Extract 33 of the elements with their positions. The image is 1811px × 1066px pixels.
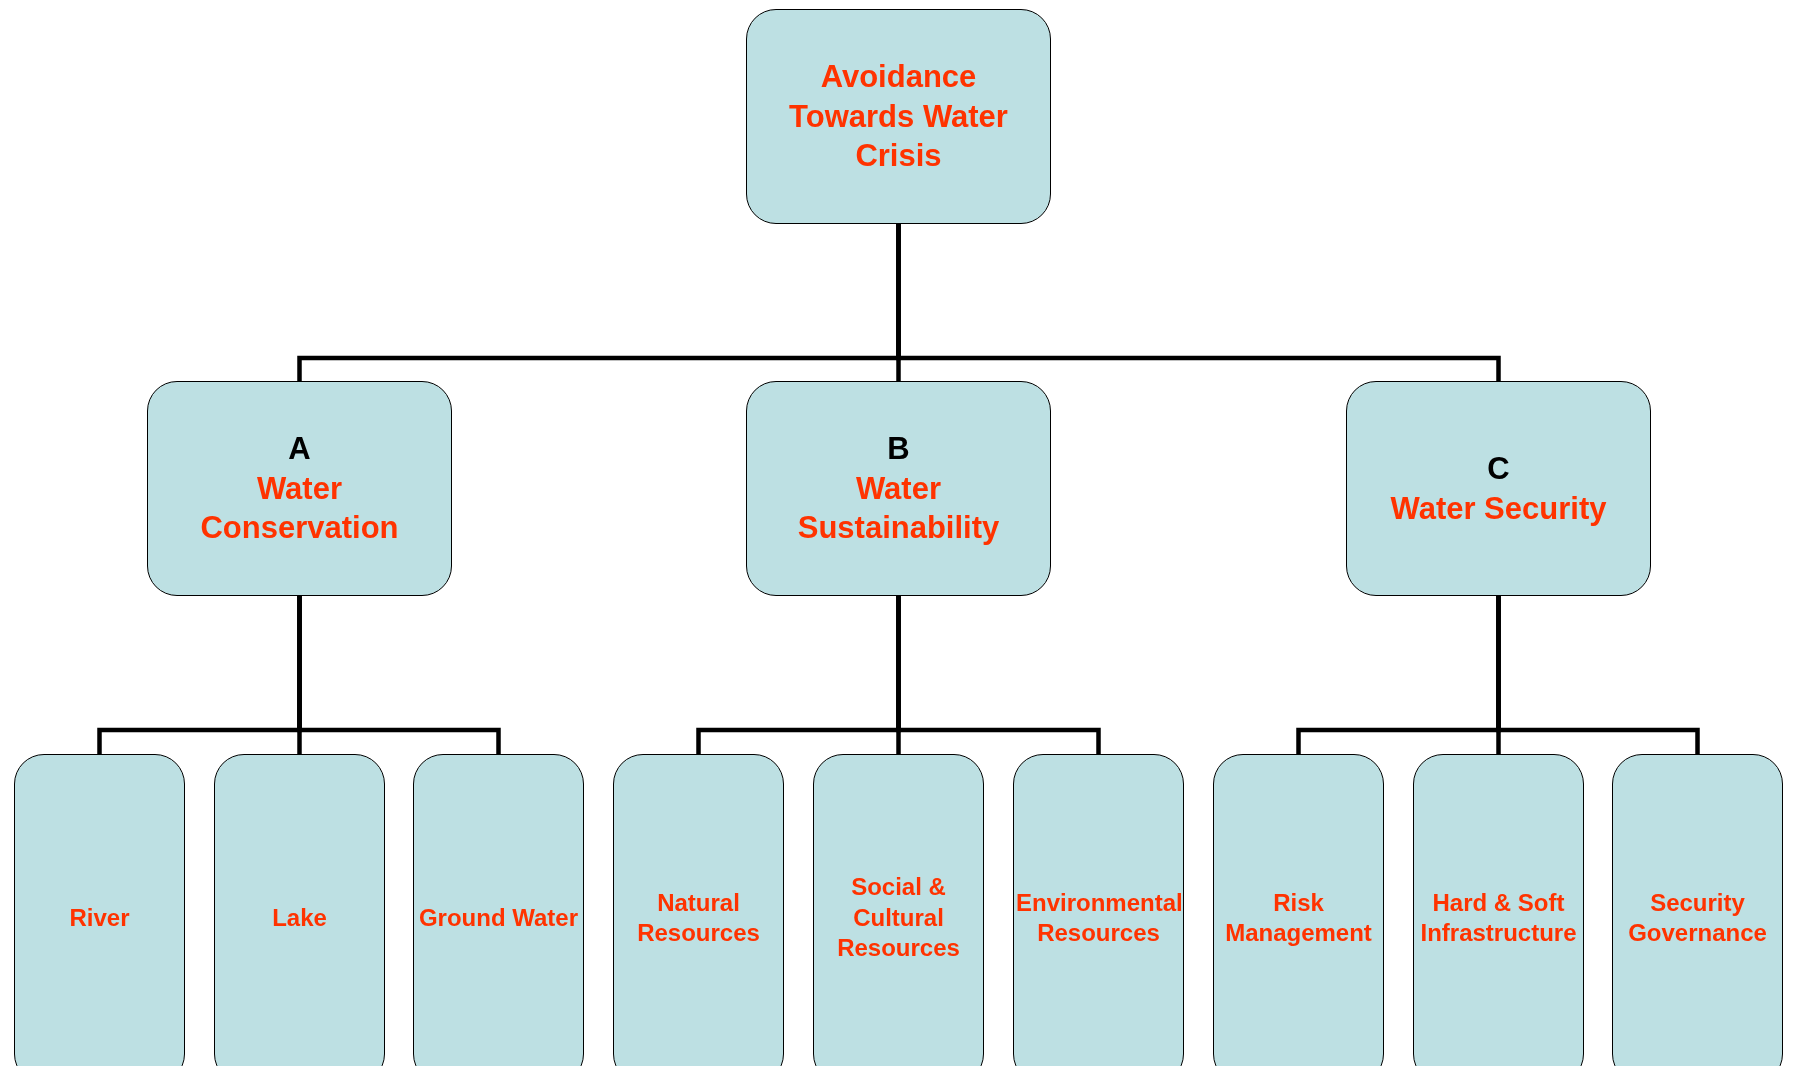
rounded-box bbox=[1013, 754, 1184, 1066]
node-label: Security Governance bbox=[1627, 887, 1768, 949]
section-letter: B bbox=[887, 430, 910, 468]
node-label: Environmental Resources bbox=[1016, 887, 1181, 949]
node-label: Avoidance Towards Water Crisis bbox=[788, 58, 1009, 176]
rounded-box bbox=[746, 9, 1051, 224]
node-label: Water Conservation bbox=[199, 469, 400, 548]
node-label: Water Sustainability bbox=[796, 469, 1001, 548]
node-label: Social & Cultural Resources bbox=[836, 872, 961, 964]
rounded-box bbox=[1213, 754, 1384, 1066]
rounded-box bbox=[746, 381, 1051, 596]
node-label: Natural Resources bbox=[636, 887, 761, 949]
rounded-box bbox=[14, 754, 185, 1066]
node-label: Hard & Soft Infrastructure bbox=[1419, 887, 1578, 949]
rounded-box bbox=[613, 754, 784, 1066]
section-letter: C bbox=[1487, 449, 1510, 488]
node-label: Ground Water bbox=[418, 902, 579, 933]
connector-line bbox=[297, 596, 501, 754]
rounded-box bbox=[1413, 754, 1584, 1066]
node-label: Water Security bbox=[1390, 489, 1607, 528]
rounded-box bbox=[214, 754, 385, 1066]
section-letter: A bbox=[288, 430, 311, 468]
rounded-box bbox=[1346, 381, 1651, 596]
rounded-box bbox=[813, 754, 984, 1066]
connector-line bbox=[896, 224, 1501, 381]
rounded-box bbox=[1612, 754, 1783, 1066]
node-label: Lake bbox=[272, 902, 327, 933]
node-label: Risk Management bbox=[1224, 887, 1373, 949]
connector-line bbox=[1496, 596, 1700, 754]
rounded-box bbox=[413, 754, 584, 1066]
connector-line bbox=[896, 596, 1101, 754]
rounded-box bbox=[147, 381, 452, 596]
node-label: River bbox=[69, 902, 130, 933]
